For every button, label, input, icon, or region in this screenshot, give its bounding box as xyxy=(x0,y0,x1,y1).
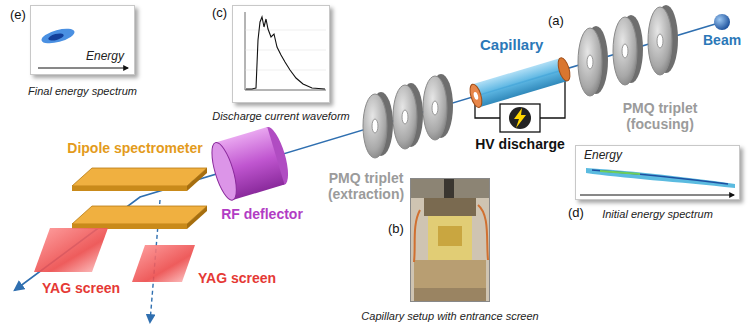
dipole-magnet-part xyxy=(187,168,207,191)
beam-particle xyxy=(714,14,730,30)
discharge-waveform-plot-part xyxy=(245,12,246,90)
capillary-setup-photo-part xyxy=(438,226,462,246)
yag-screen-symbol xyxy=(34,228,195,282)
discharge-waveform-plot-part xyxy=(245,90,326,91)
axis-label: Energy xyxy=(584,149,622,163)
pmq-extraction-triplet xyxy=(363,74,453,158)
capillary-setup-photo xyxy=(410,178,490,302)
dipole-magnet xyxy=(72,168,207,229)
discharge-waveform-plot-part xyxy=(232,5,330,103)
pmq-extraction-triplet-part xyxy=(372,119,378,133)
capillary-setup-photo-part xyxy=(414,210,420,262)
hv-circuit-part xyxy=(500,104,540,132)
component-label: PMQ triplet (extraction) xyxy=(318,170,414,202)
final-spectrum-plot-part xyxy=(30,5,135,75)
panel-letter: (d) xyxy=(568,206,584,221)
panel-letter: (e) xyxy=(10,8,26,23)
capillary-tube-part xyxy=(468,83,484,109)
discharge-waveform-plot-part xyxy=(245,30,326,31)
rf-deflector-part xyxy=(207,140,241,203)
panel-caption: Initial energy spectrum xyxy=(602,208,713,221)
capillary-tube-part xyxy=(472,58,567,107)
capillary-tube-part xyxy=(556,56,572,82)
component-label: Dipole spectrometer xyxy=(55,140,215,156)
capillary-tube xyxy=(468,56,573,108)
final-spectrum-plot xyxy=(30,5,135,75)
photo-inset: Capillary setup with entrance screen xyxy=(410,178,490,302)
final-spectrum-plot-part xyxy=(38,68,128,69)
panel-letter: (a) xyxy=(548,14,564,29)
final-spectrum-plot-part xyxy=(47,32,64,42)
axis-label: Energy xyxy=(86,50,124,64)
yag-screen-symbol-part xyxy=(132,245,195,282)
spectrum-inset: EnergyFinal energy spectrum xyxy=(30,5,135,75)
discharge-waveform-plot-part xyxy=(246,17,325,89)
pmq-extraction-triplet-part xyxy=(432,101,438,115)
pmq-focusing-triplet-part xyxy=(622,44,628,58)
capillary-setup-photo-part xyxy=(414,288,486,302)
capillary-tube-part xyxy=(473,91,479,100)
hv-circuit-part xyxy=(509,107,531,129)
component-label: PMQ triplet (focusing) xyxy=(612,100,708,132)
initial-spectrum-plot-part xyxy=(586,168,735,188)
pmq-focusing-triplet xyxy=(578,5,678,96)
pmq-extraction-triplet-part xyxy=(393,85,417,149)
dipole-magnet-part xyxy=(187,206,207,229)
component-label: YAG screen xyxy=(198,270,276,286)
panel-caption: Final energy spectrum xyxy=(28,85,137,98)
initial-spectrum-plot-part xyxy=(600,171,640,174)
hv-circuit-part xyxy=(514,108,526,128)
beam-particle-part xyxy=(714,14,730,30)
beam-label: Beam xyxy=(703,32,741,48)
final-spectrum-plot-part xyxy=(40,26,76,46)
dipole-magnet-part xyxy=(72,186,187,191)
component-label: Capillary xyxy=(480,36,543,53)
component-label: YAG screen xyxy=(42,280,120,296)
capillary-setup-photo-part xyxy=(410,178,490,302)
capillary-setup-photo-part xyxy=(428,216,472,260)
panel-caption: Discharge current waveform xyxy=(212,110,350,123)
panel-caption: Capillary setup with entrance screen xyxy=(361,310,538,323)
rf-deflector xyxy=(207,125,293,203)
pmq-focusing-triplet-part xyxy=(648,7,672,75)
component-label: HV discharge xyxy=(465,136,575,152)
capillary-setup-photo-part xyxy=(478,205,488,260)
initial-spectrum-plot-part xyxy=(580,195,734,196)
yag-screen-symbol-part xyxy=(34,228,108,272)
discharge-waveform-plot xyxy=(232,5,330,103)
pmq-focusing-triplet-part xyxy=(613,17,637,85)
pmq-extraction-triplet-part xyxy=(423,76,447,140)
panel-letter: (c) xyxy=(212,6,227,21)
pmq-extraction-triplet-part xyxy=(402,110,408,124)
pmq-focusing-triplet-part xyxy=(578,28,602,96)
spectrum-inset: EnergyInitial energy spectrum xyxy=(575,145,740,200)
capillary-setup-photo-part xyxy=(414,260,486,288)
waveform-inset: Discharge current waveform xyxy=(232,5,330,103)
pmq-focusing-triplet-part xyxy=(657,34,663,48)
dipole-magnet-part xyxy=(72,168,207,186)
initial-spectrum-plot-part xyxy=(592,170,728,184)
capillary-setup-photo-part xyxy=(424,198,476,216)
initial-spectrum-plot xyxy=(575,145,740,200)
panel-letter: (b) xyxy=(388,222,404,237)
pmq-focusing-triplet-part xyxy=(587,55,593,69)
initial-spectrum-plot-part xyxy=(575,145,740,200)
pmq-extraction-triplet-part xyxy=(363,94,387,158)
component-label: RF deflector xyxy=(212,206,312,222)
dipole-magnet-part xyxy=(72,206,207,224)
